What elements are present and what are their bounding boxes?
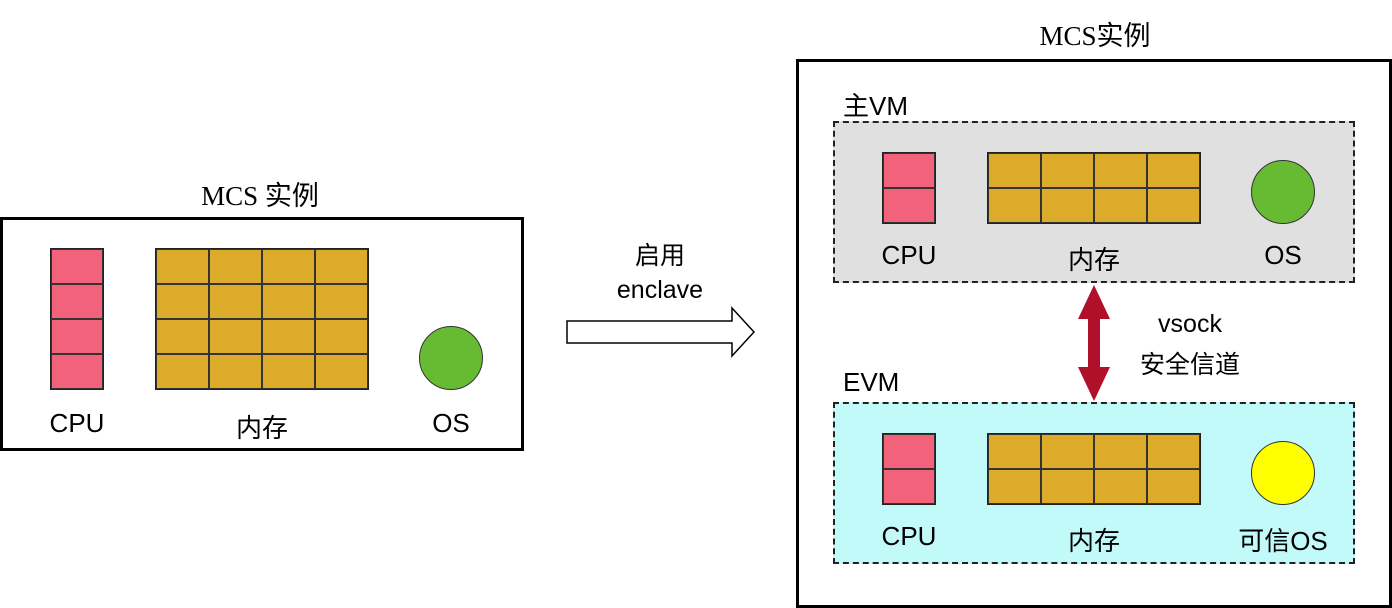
memory-cell: [1147, 469, 1200, 504]
cpu-cell: [883, 153, 935, 188]
cpu-cell: [51, 319, 103, 354]
cpu-cell: [883, 434, 935, 469]
memory-cell: [209, 249, 262, 284]
cpu-cell: [883, 469, 935, 504]
memory-cell: [315, 284, 368, 319]
cpu-cell: [51, 249, 103, 284]
memory-cell: [209, 284, 262, 319]
memory-cell: [988, 469, 1041, 504]
left-os-circle: [419, 326, 483, 390]
memory-cell: [315, 354, 368, 389]
memory-cell: [156, 319, 209, 354]
cpu-cell: [883, 188, 935, 223]
memory-cell: [988, 188, 1041, 223]
evm-os-label: 可信OS: [1238, 526, 1328, 556]
cpu-cell: [51, 284, 103, 319]
memory-cell: [988, 153, 1041, 188]
memory-cell: [1147, 153, 1200, 188]
memory-cell: [1147, 434, 1200, 469]
memory-cell: [988, 434, 1041, 469]
main-vm-title: 主VM: [843, 91, 909, 121]
enable-arrow-icon: [566, 306, 756, 358]
secure-channel-label: 安全信道: [1139, 351, 1240, 379]
memory-cell: [315, 249, 368, 284]
memory-cell: [1147, 188, 1200, 223]
main-vm-os-label: OS: [1264, 240, 1302, 270]
vsock-label: vsock: [1158, 310, 1222, 338]
evm-trusted-os-circle: [1251, 441, 1315, 505]
memory-cell: [156, 284, 209, 319]
memory-cell: [262, 319, 315, 354]
left-memory-label: 内存: [235, 413, 288, 443]
enable-label-line1: 启用: [634, 242, 685, 270]
memory-cell: [156, 354, 209, 389]
memory-cell: [262, 284, 315, 319]
enable-label-line2: enclave: [616, 276, 704, 304]
memory-cell: [1041, 188, 1094, 223]
memory-cell: [156, 249, 209, 284]
main-vm-cpu-label: CPU: [881, 240, 937, 270]
left-memory-block: [155, 248, 369, 390]
memory-cell: [1041, 434, 1094, 469]
memory-cell: [1041, 153, 1094, 188]
memory-cell: [1094, 153, 1147, 188]
memory-cell: [262, 354, 315, 389]
left-instance-title: MCS 实例: [201, 181, 319, 211]
cpu-cell: [51, 354, 103, 389]
left-cpu-block: [50, 248, 104, 390]
memory-cell: [262, 249, 315, 284]
memory-cell: [1041, 469, 1094, 504]
left-os-label: OS: [432, 408, 470, 438]
evm-memory-block: [987, 433, 1201, 505]
memory-cell: [209, 354, 262, 389]
evm-memory-label: 内存: [1067, 526, 1120, 556]
main-vm-os-circle: [1251, 160, 1315, 224]
evm-cpu-label: CPU: [881, 521, 937, 551]
memory-cell: [209, 319, 262, 354]
evm-cpu-block: [882, 433, 936, 505]
main-vm-memory-block: [987, 152, 1201, 224]
memory-cell: [1094, 188, 1147, 223]
evm-title: EVM: [843, 367, 900, 397]
memory-cell: [1094, 469, 1147, 504]
vsock-channel-arrow-icon: [1078, 285, 1110, 401]
main-vm-memory-label: 内存: [1067, 245, 1120, 275]
left-cpu-label: CPU: [49, 408, 105, 438]
memory-cell: [315, 319, 368, 354]
memory-cell: [1094, 434, 1147, 469]
right-instance-title: MCS实例: [1039, 21, 1151, 51]
main-vm-cpu-block: [882, 152, 936, 224]
